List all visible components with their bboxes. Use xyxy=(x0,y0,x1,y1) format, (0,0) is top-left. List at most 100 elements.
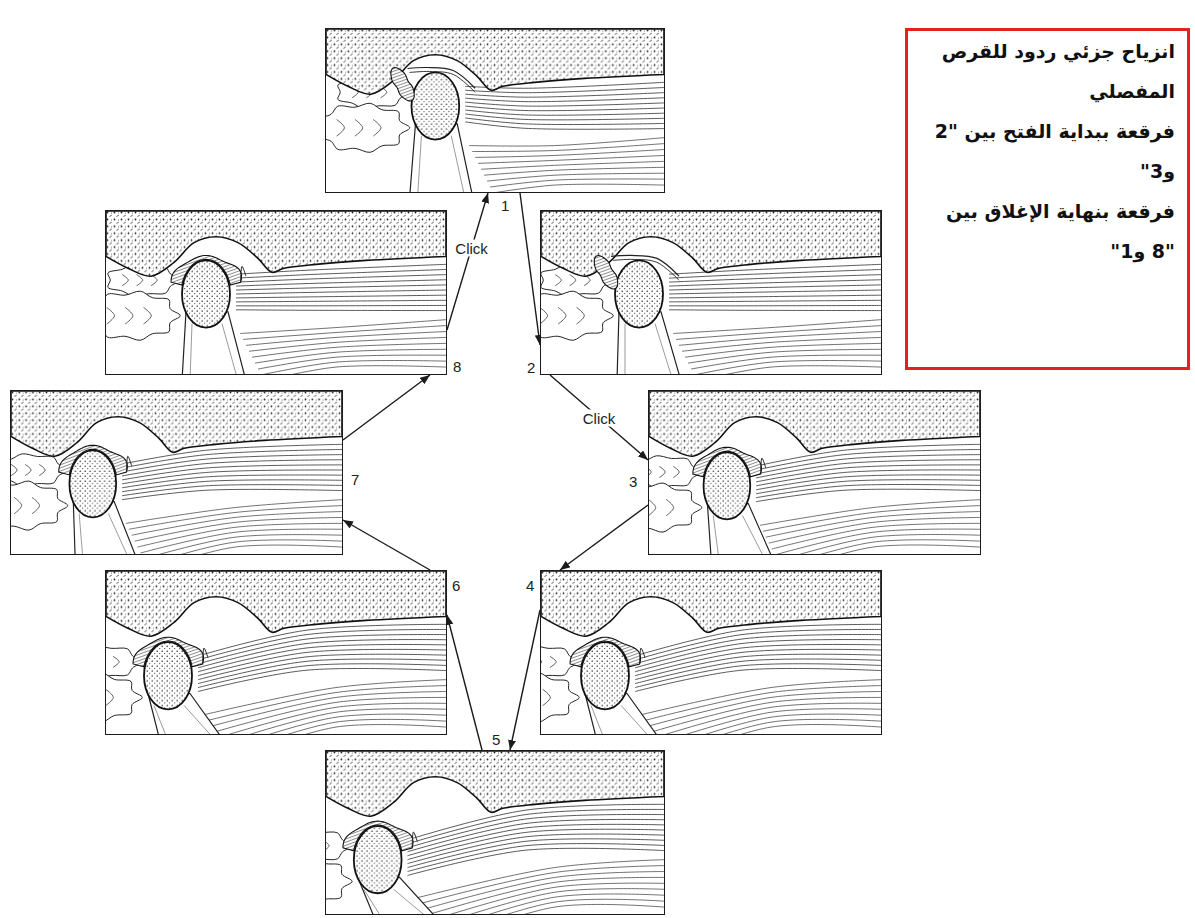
temporal-bone xyxy=(106,571,446,636)
fiber-line xyxy=(236,305,446,306)
fiber-line xyxy=(669,305,881,306)
illustration-panel: 6 xyxy=(105,570,447,735)
disc-attachment xyxy=(640,648,645,664)
tissue-line xyxy=(654,709,881,734)
tissue-line xyxy=(493,184,664,192)
tissue-line xyxy=(475,150,664,158)
muscle-fold xyxy=(11,464,17,475)
fiber-line xyxy=(756,480,980,494)
fiber-line xyxy=(465,106,664,111)
step-number: 7 xyxy=(351,471,359,488)
temporal-bone xyxy=(541,571,881,636)
tmj-illustration xyxy=(326,29,664,192)
articular-disc xyxy=(343,821,413,851)
fiber-line xyxy=(635,640,881,668)
fiber-line xyxy=(635,659,881,684)
illustration-panel: 3 xyxy=(648,390,981,555)
muscle-lobe xyxy=(11,481,68,530)
retrodiscal-fibers xyxy=(669,264,881,310)
fiber-line xyxy=(465,110,664,115)
tmj-illustration xyxy=(106,571,446,734)
tissue-line xyxy=(673,320,881,334)
fiber-line xyxy=(669,280,881,286)
fiber-line xyxy=(236,280,446,286)
tissue-line xyxy=(429,894,664,914)
flow-arrow xyxy=(520,193,540,345)
mandibular-condyle xyxy=(144,642,192,709)
tissue-line xyxy=(691,355,881,369)
tissue-line xyxy=(140,529,342,553)
click-label: Click xyxy=(581,409,618,426)
fiber-line xyxy=(122,465,342,480)
fiber-line xyxy=(236,300,446,302)
disc-attachment xyxy=(241,266,246,282)
tissue-line xyxy=(663,725,881,734)
fiber-line xyxy=(635,644,881,671)
disc-attachment xyxy=(410,71,476,92)
articular-disc xyxy=(693,447,762,477)
flow-arrow xyxy=(447,615,482,750)
illustration-panel: 2 xyxy=(540,210,882,375)
flow-arrow xyxy=(560,505,648,570)
step-number: 3 xyxy=(629,473,637,490)
illustration-panel: 8 xyxy=(105,210,447,375)
muscle-fold xyxy=(125,307,133,324)
fiber-line xyxy=(122,475,342,488)
fiber-line xyxy=(669,275,881,283)
tissue-line xyxy=(651,703,881,734)
tissue-line xyxy=(226,725,446,734)
tissue-line xyxy=(211,697,446,733)
fiber-line xyxy=(122,444,342,464)
step-number: 8 xyxy=(453,358,461,375)
tissue-line xyxy=(484,167,664,175)
tissue-line xyxy=(126,500,342,524)
fiber-line xyxy=(635,668,881,691)
muscle-lobe xyxy=(649,483,702,532)
tissue-line xyxy=(780,540,980,554)
fiber-line xyxy=(236,269,446,278)
flow-arrow xyxy=(510,610,540,750)
pterygoid-muscle xyxy=(11,454,68,530)
fiber-line xyxy=(236,295,446,298)
muscle-fold xyxy=(122,275,128,286)
note-box: انزياح جزئي ردود للقرص المفصليفرقعة ببدا… xyxy=(905,28,1190,370)
tmj-illustration xyxy=(649,391,980,554)
ramus-cortex xyxy=(625,324,626,374)
illustration-panel: 4 xyxy=(540,570,882,735)
tissue-line xyxy=(411,860,664,900)
tissue-line xyxy=(676,326,881,340)
ramus-cortex xyxy=(451,136,465,192)
fiber-line xyxy=(635,654,881,679)
tissue-lines xyxy=(126,500,342,554)
tissue-line xyxy=(264,366,446,374)
note-text: فرقعة ببداية الفتح بين "2 و3" xyxy=(920,111,1175,191)
ramus-cortex xyxy=(222,324,238,374)
ramus-cortex xyxy=(190,324,192,374)
disc-attachment xyxy=(412,832,417,848)
fiber-line xyxy=(236,290,446,294)
step-number: 6 xyxy=(452,577,460,594)
ramus-cortex xyxy=(79,513,83,554)
muscle-fold xyxy=(649,499,656,516)
illustration-panel: 1 xyxy=(325,28,665,193)
fiber-line xyxy=(198,668,446,691)
mandibular-condyle xyxy=(69,450,116,517)
tissue-line xyxy=(202,680,446,716)
ramus-cortex xyxy=(621,705,653,734)
step-number-anchor: 1 xyxy=(501,197,509,214)
fiber-line xyxy=(669,309,881,311)
ramus-cortex xyxy=(655,324,673,374)
muscle-lobe xyxy=(541,673,579,722)
muscle-fold xyxy=(649,466,651,477)
ramus-cortex xyxy=(713,515,719,554)
muscle-fold xyxy=(107,307,115,324)
step-number-anchor: 3 xyxy=(629,473,637,490)
mandibular-condyle xyxy=(704,452,751,519)
fiber-line xyxy=(756,475,980,490)
fiber-line xyxy=(635,649,881,675)
step-number: 1 xyxy=(501,197,509,214)
muscle-fold xyxy=(32,497,40,514)
tissue-line xyxy=(138,523,342,547)
disc-attachment xyxy=(761,458,766,474)
fiber-line xyxy=(756,465,980,482)
